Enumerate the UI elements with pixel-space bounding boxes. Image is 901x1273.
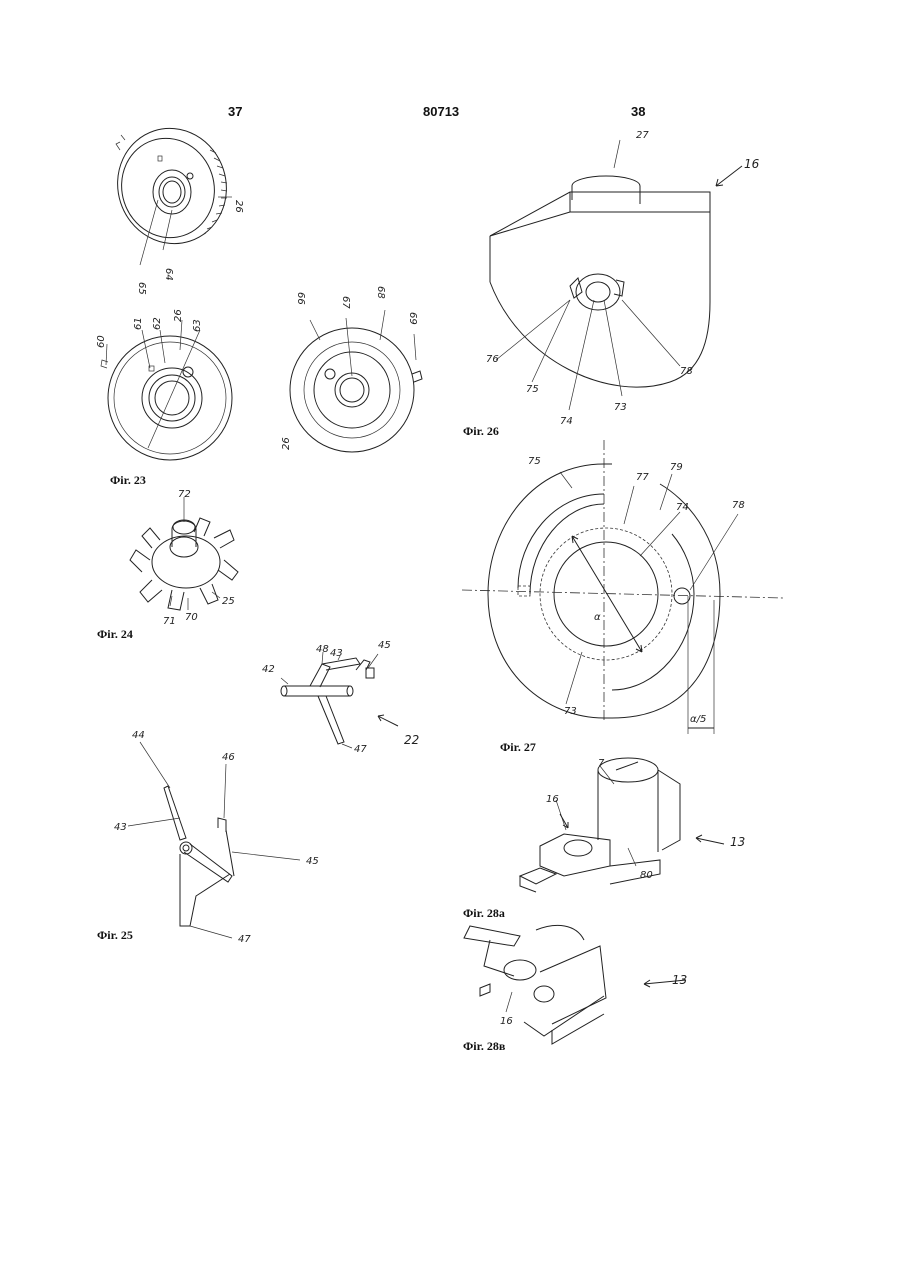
ref-78-b: 78	[732, 500, 745, 511]
ref-61: 61	[133, 317, 144, 330]
ref-77: 77	[636, 472, 649, 483]
ref-74-b: 74	[676, 502, 689, 513]
ref-66: 66	[295, 292, 306, 305]
ref-46: 46	[222, 752, 235, 763]
fig26-housing	[490, 140, 742, 410]
ref-73: 73	[614, 402, 627, 413]
ref-63: 63	[192, 319, 203, 332]
ref-60: 60	[96, 335, 107, 348]
ref-26-c: 26	[281, 437, 292, 450]
ref-71: 71	[163, 616, 176, 627]
ref-62: 62	[152, 317, 163, 330]
ref-43-b: 43	[114, 822, 127, 833]
ref-80: 80	[640, 870, 653, 881]
ref-16-b: 16	[546, 794, 559, 805]
ref-7: 7	[598, 758, 605, 769]
ref-16: 16	[744, 157, 760, 171]
fig25-lever-side	[128, 742, 300, 938]
ref-69: 69	[407, 312, 418, 325]
ref-75: 75	[526, 384, 539, 395]
ref-79: 79	[670, 462, 683, 473]
ref-13: 13	[730, 835, 745, 849]
fig24-star-wheel	[130, 497, 238, 610]
ref-75-b: 75	[528, 456, 541, 467]
ref-26-b: 26	[173, 309, 184, 322]
ref-16-c: 16	[500, 1016, 513, 1027]
ref-47-b: 47	[238, 934, 251, 945]
ref-74: 74	[560, 416, 573, 427]
fig23-gear-front	[101, 320, 232, 460]
ref-68: 68	[375, 286, 386, 299]
ref-48: 48	[316, 644, 329, 655]
ref-64: 64	[163, 268, 174, 281]
fig23-rotor-front	[290, 310, 422, 452]
ref-65: 65	[136, 282, 147, 295]
ref-67: 67	[340, 296, 351, 309]
ref-22: 22	[404, 733, 419, 747]
ref-alpha: α	[594, 612, 601, 623]
ref-78: 78	[680, 366, 693, 377]
fig23-gear-perspective	[103, 114, 242, 265]
ref-43: 43	[330, 648, 343, 659]
ref-73-b: 73	[564, 706, 577, 717]
ref-42: 42	[262, 664, 275, 675]
ref-45: 45	[378, 640, 391, 651]
fig27-cam-section	[462, 440, 784, 734]
ref-45-b: 45	[306, 856, 319, 867]
ref-27: 27	[636, 130, 649, 141]
fig28b-assembly	[464, 925, 686, 1044]
ref-26: 26	[233, 200, 244, 213]
ref-70: 70	[185, 612, 198, 623]
ref-25: 25	[222, 596, 235, 607]
ref-44: 44	[132, 730, 145, 741]
ref-47: 47	[354, 744, 367, 755]
ref-alpha-over-5: α/5	[690, 714, 706, 725]
ref-72: 72	[178, 489, 191, 500]
ref-13-b: 13	[672, 973, 687, 987]
fig28a-assembly	[520, 758, 724, 892]
fig25-lever-assembly	[281, 652, 398, 748]
ref-76: 76	[486, 354, 499, 365]
